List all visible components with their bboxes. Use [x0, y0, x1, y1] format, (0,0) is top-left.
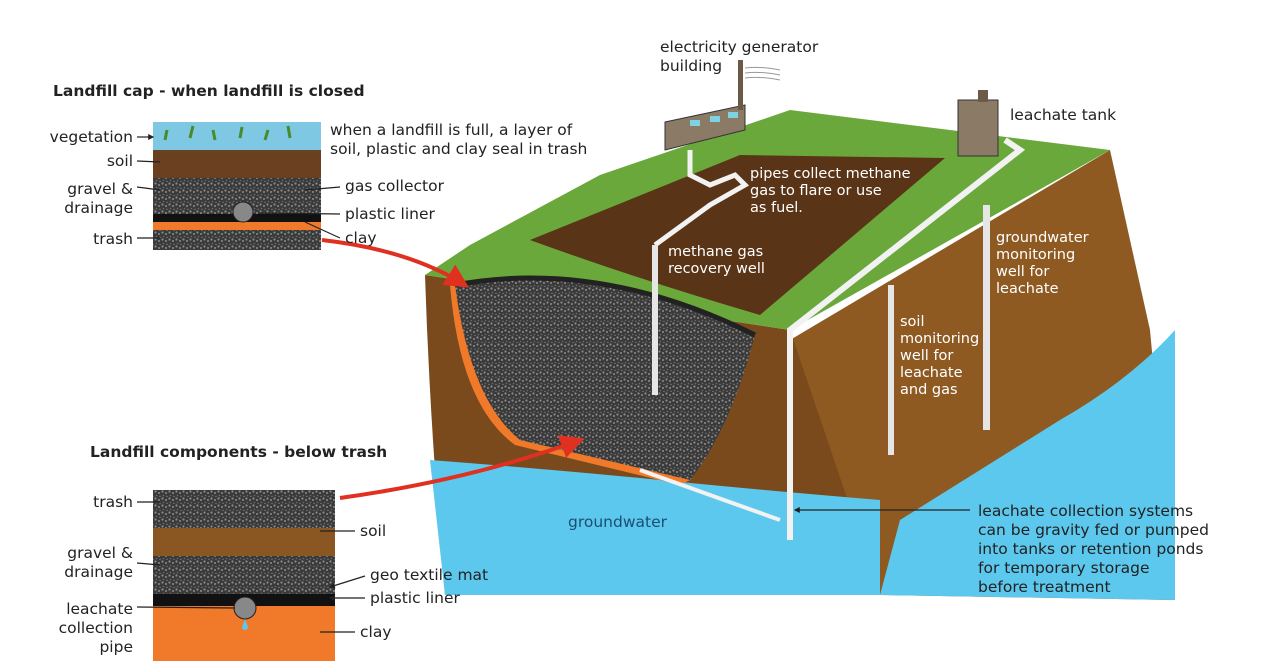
- components-panel: [153, 490, 335, 661]
- label-groundwater-well: groundwater monitoring well for leachate: [996, 230, 1089, 297]
- label-pipes-collect: pipes collect methane gas to flare or us…: [750, 166, 911, 216]
- groundwater-well: [983, 205, 990, 430]
- cap-panel: [153, 122, 321, 250]
- pipe-generator: [653, 150, 750, 248]
- pit-trash: [455, 278, 755, 480]
- label-soil-well: soil monitoring well for leachate and ga…: [900, 314, 980, 398]
- label-clay-components: clay: [360, 623, 392, 641]
- label-vegetation: vegetation: [49, 128, 133, 146]
- label-trash-components: trash: [93, 493, 133, 511]
- leachate-pipe: [233, 596, 257, 620]
- soil-well: [888, 285, 894, 455]
- soil-top: [530, 155, 945, 315]
- label-leachate-collection: leachate collection systems can be gravi…: [978, 502, 1209, 596]
- label-gravel-drainage-cap: gravel & drainage: [64, 180, 133, 217]
- label-generator-building: electricity generator building: [660, 38, 819, 75]
- leachate-tank: [957, 90, 999, 157]
- components-panel-title: Landfill components - below trash: [90, 443, 388, 461]
- cap-panel-title: Landfill cap - when landfill is closed: [53, 82, 365, 100]
- components-arrow: [339, 435, 585, 500]
- label-trash-cap: trash: [93, 230, 133, 248]
- groundwater-side: [880, 330, 1175, 600]
- methane-well: [652, 245, 658, 395]
- label-gravel-drainage-components: gravel & drainage: [64, 544, 133, 581]
- label-clay-cap: clay: [345, 229, 377, 247]
- leader-lines: [136, 134, 970, 633]
- label-leachate-tank: leachate tank: [1010, 106, 1117, 124]
- label-leachate-pipe: leachate collection pipe: [58, 600, 133, 656]
- label-soil-cap: soil: [106, 152, 133, 170]
- generator-building: [664, 60, 781, 151]
- label-groundwater: groundwater: [568, 513, 668, 531]
- label-gas-collector: gas collector: [345, 177, 444, 195]
- label-soil-components: soil: [360, 522, 387, 540]
- pipe-leachate: [787, 137, 1026, 540]
- landfill-block: [425, 60, 1175, 600]
- label-methane-well: methane gas recovery well: [668, 244, 765, 277]
- label-geo-textile-mat: geo textile mat: [370, 566, 489, 584]
- groundwater-front: [430, 460, 880, 595]
- label-plastic-liner-cap: plastic liner: [345, 205, 435, 223]
- label-cap-description: when a landfill is full, a layer of soil…: [330, 121, 588, 158]
- label-plastic-liner-components: plastic liner: [370, 589, 460, 607]
- gas-collector-pipe: [232, 201, 254, 223]
- pit-cap: [454, 275, 757, 338]
- cap-arrow: [321, 238, 470, 288]
- pit-clay-lining: [450, 285, 690, 485]
- pipe-bottom: [639, 468, 781, 522]
